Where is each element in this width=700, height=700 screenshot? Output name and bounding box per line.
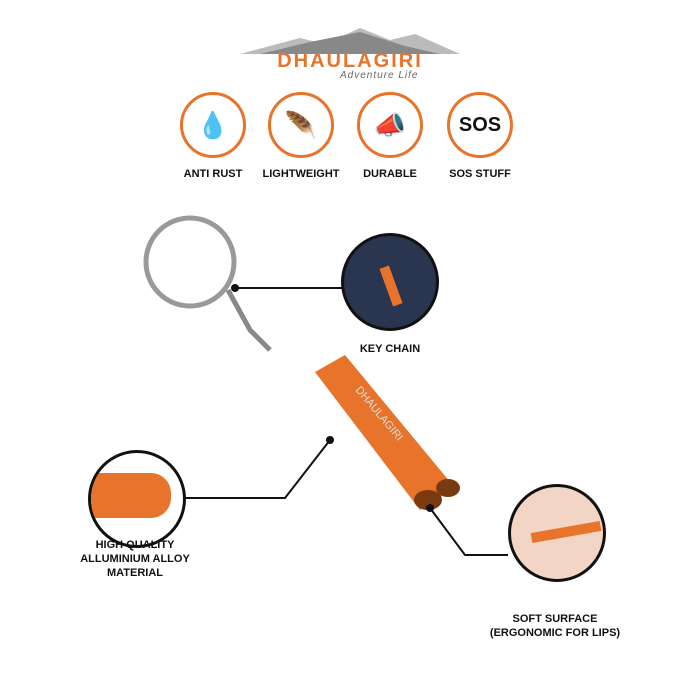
material-label-line: HIGH QUALITY (95, 539, 175, 551)
material-label-line: ALLUMINIUM ALLOY (80, 553, 190, 565)
sos-icon: SOS (447, 92, 513, 158)
feature-label: LIGHTWEIGHT (262, 168, 340, 180)
feather-hand-icon: 🪶 (268, 92, 334, 158)
surface-label: SOFT SURFACE (ERGONOMIC FOR LIPS) (480, 612, 630, 640)
brand-tagline: Adventure Life (340, 70, 419, 81)
whistle-icon: 📣 (357, 92, 423, 158)
feature-durable: 📣 DURABLE (345, 92, 435, 180)
chain (225, 288, 272, 352)
material-label-line: MATERIAL (106, 567, 163, 579)
key-chain-label: KEY CHAIN (359, 343, 421, 355)
key-ring (143, 215, 237, 309)
keychain-detail-image (341, 233, 439, 331)
feature-label: ANTI RUST (183, 168, 243, 180)
feature-label: SOS STUFF (449, 168, 511, 180)
material-detail-image (88, 450, 186, 548)
feature-lightweight: 🪶 LIGHTWEIGHT (256, 92, 346, 180)
water-drop-icon: 💧 (180, 92, 246, 158)
surface-label-line: SOFT SURFACE (512, 613, 598, 625)
feature-anti-rust: 💧 ANTI RUST (168, 92, 258, 180)
lips-detail-image (508, 484, 606, 582)
surface-label-line: (ERGONOMIC FOR LIPS) (489, 627, 621, 639)
feature-sos: SOS SOS STUFF (435, 92, 525, 180)
mountain-logo-icon (240, 28, 460, 54)
brand-name: DHAULAGIRI (277, 50, 423, 72)
feature-label: DURABLE (363, 168, 417, 180)
whistle-body (315, 355, 460, 510)
material-label: HIGH QUALITY ALLUMINIUM ALLOY MATERIAL (75, 538, 195, 580)
